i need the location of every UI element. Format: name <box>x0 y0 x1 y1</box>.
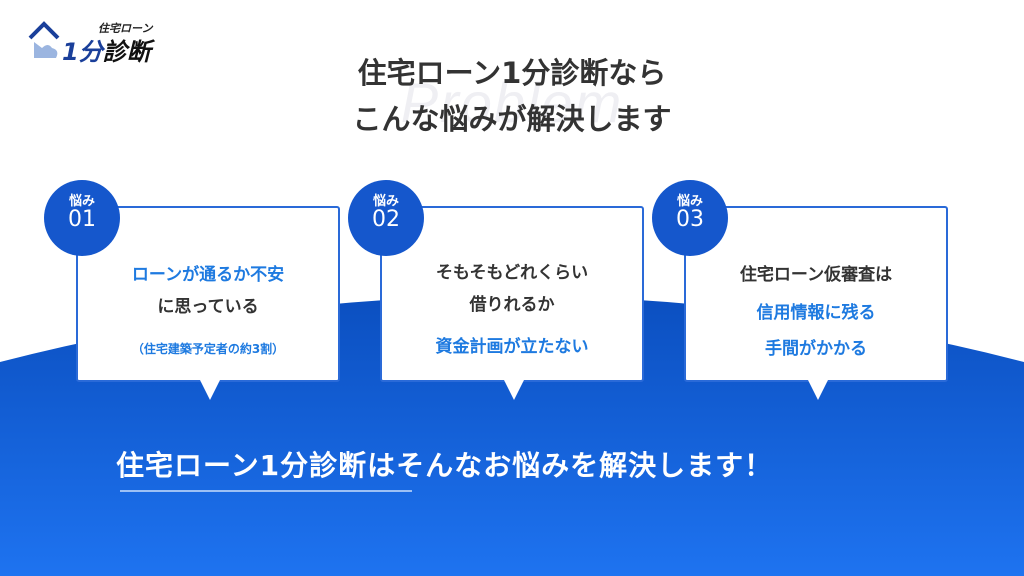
logo: 住宅ローン 1分診断 <box>28 18 188 66</box>
underline <box>120 490 412 492</box>
problem-card-2: そもそもどれくらい 借りれるか 資金計画が立たない <box>380 206 644 400</box>
page-title: 住宅ローン1分診断ならこんな悩みが解決します <box>352 56 672 136</box>
bottom-message: 住宅ローン1分診断はそんなお悩みを解決します！ <box>116 449 774 482</box>
logo-subtitle: 住宅ローン <box>98 22 153 35</box>
problem-card-1: ローンが通るか不安 に思っている （住宅建築予定者の約3割） <box>76 206 340 400</box>
house-icon <box>28 21 60 58</box>
logo-title: 1分診断 <box>62 38 151 66</box>
problem-card-3: 住宅ローン仮審査は 信用情報に残る 手間がかかる <box>684 206 948 400</box>
watermark: Problem <box>400 71 624 134</box>
